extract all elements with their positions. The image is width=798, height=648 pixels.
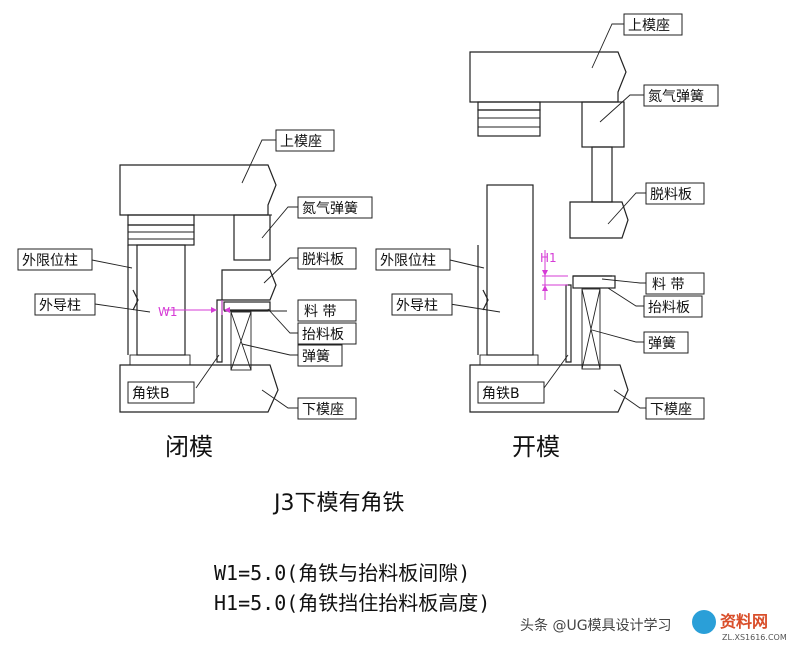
label-outer-guide-post-closed: 外导柱 bbox=[39, 298, 81, 314]
note-h1: H1=5.0(角铁挡住抬料板高度) bbox=[214, 591, 490, 615]
watermark-logo-icon bbox=[692, 610, 716, 634]
closed-caption: 闭模 bbox=[165, 433, 213, 461]
watermark-logo-sub: ZL.XS1616.COM bbox=[722, 633, 787, 642]
label-lifter-plate-open: 抬料板 bbox=[648, 300, 690, 316]
closed-labels: 上模座 氮气弹簧 脱料板 外限位柱 外导柱 料 带 抬料板 弹簧 角铁B 下模座… bbox=[17, 129, 373, 461]
watermark-logo-text: 资料网 bbox=[720, 612, 768, 631]
label-material-strip-closed: 料 带 bbox=[304, 304, 336, 320]
label-lifter-plate-closed: 抬料板 bbox=[302, 327, 344, 343]
label-spring-open: 弹簧 bbox=[648, 336, 676, 352]
dim-h1-label: H1 bbox=[540, 251, 557, 265]
note-w1: W1=5.0(角铁与抬料板间隙) bbox=[214, 561, 470, 585]
open-caption: 开模 bbox=[512, 433, 560, 461]
watermark: 头条 @UG模具设计学习 资料网 ZL.XS1616.COM bbox=[520, 610, 787, 642]
dim-w1-label: W1 bbox=[158, 305, 178, 319]
label-upper-die-seat-open: 上模座 bbox=[628, 18, 670, 34]
label-nitrogen-spring-open: 氮气弹簧 bbox=[648, 89, 704, 105]
label-lower-die-seat-open: 下模座 bbox=[650, 402, 692, 418]
open-die-drawing bbox=[469, 51, 629, 413]
label-spring-closed: 弹簧 bbox=[302, 349, 330, 365]
diagram-title: J3下模有角铁 bbox=[272, 491, 405, 516]
label-upper-die-seat-closed: 上模座 bbox=[280, 134, 322, 150]
label-angle-iron-open: 角铁B bbox=[482, 386, 520, 402]
label-outer-limit-post-closed: 外限位柱 bbox=[22, 253, 78, 269]
label-stripper-plate-closed: 脱料板 bbox=[302, 252, 344, 268]
open-labels: 上模座 氮气弹簧 脱料板 外限位柱 外导柱 料 带 抬料板 弹簧 角铁B 下模座… bbox=[375, 13, 719, 461]
closed-die-drawing bbox=[119, 164, 279, 413]
label-material-strip-open: 料 带 bbox=[652, 277, 684, 293]
label-nitrogen-spring-closed: 氮气弹簧 bbox=[302, 201, 358, 217]
label-outer-guide-post-open: 外导柱 bbox=[396, 298, 438, 314]
label-angle-iron-closed: 角铁B bbox=[132, 386, 170, 402]
label-stripper-plate-open: 脱料板 bbox=[650, 187, 692, 203]
label-outer-limit-post-open: 外限位柱 bbox=[380, 253, 436, 269]
leader-lines bbox=[91, 23, 646, 409]
label-lower-die-seat-closed: 下模座 bbox=[302, 402, 344, 418]
watermark-text: 头条 @UG模具设计学习 bbox=[520, 617, 672, 634]
